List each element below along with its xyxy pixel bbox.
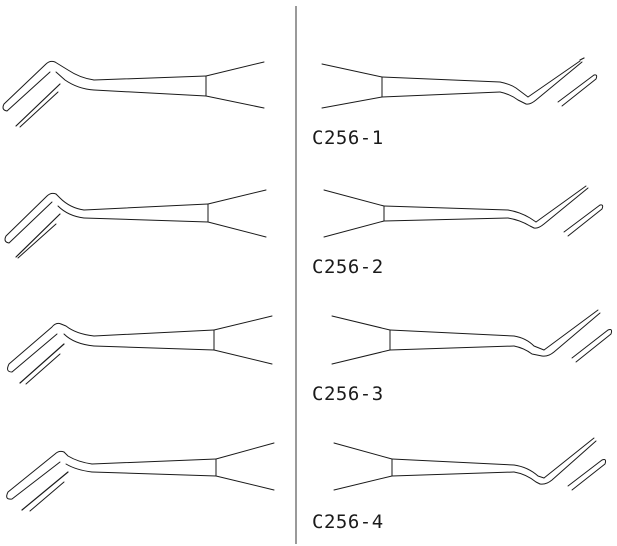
instrument-c256-4-left-view: [6, 442, 275, 512]
instrument-code-label: C256-2: [312, 256, 384, 278]
instrument-c256-3-left-view: [7, 315, 273, 385]
instrument-c256-2-right-view: [323, 185, 604, 238]
instrument-c256-1-right-view: [321, 57, 598, 109]
instrument-code-label: C256-1: [312, 127, 384, 149]
instrument-c256-3-right-view: [331, 309, 613, 365]
instrument-code-label: C256-4: [312, 511, 384, 533]
instrument-c256-2-left-view: [4, 189, 267, 259]
instrument-c256-4-right-view: [333, 437, 607, 491]
instrument-c256-1-left-view: [2, 60, 265, 128]
instrument-code-label: C256-3: [312, 383, 384, 405]
